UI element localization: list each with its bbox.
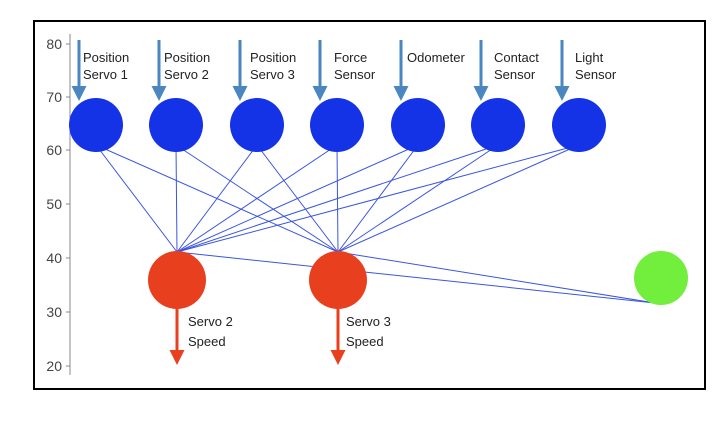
- output-node: [148, 251, 206, 309]
- input-label-line: Position: [83, 50, 129, 65]
- output-label-line: Speed: [188, 334, 226, 349]
- y-tick-label: 50: [46, 196, 62, 212]
- connection-line: [95, 144, 178, 253]
- connection-line: [176, 144, 258, 253]
- edges: [95, 144, 656, 304]
- connection-line: [175, 144, 178, 253]
- output-arrows: [169, 306, 346, 365]
- input-node: [310, 98, 364, 152]
- connection-line: [337, 144, 499, 253]
- y-tick-label: 80: [46, 36, 62, 52]
- input-node: [149, 98, 203, 152]
- input-node: [69, 98, 123, 152]
- input-node: [391, 98, 445, 152]
- green-node: [634, 251, 688, 305]
- input-label-line: Sensor: [494, 67, 536, 82]
- connection-line: [176, 144, 419, 253]
- input-node: [552, 98, 606, 152]
- input-label-line: Sensor: [575, 67, 617, 82]
- connection-line: [176, 144, 338, 253]
- input-label-line: Servo 2: [164, 67, 209, 82]
- input-label-line: Position: [250, 50, 296, 65]
- input-label-line: Force: [334, 50, 367, 65]
- y-tick-label: 70: [46, 89, 62, 105]
- nodes: [69, 98, 688, 309]
- input-label-line: Servo 1: [83, 67, 128, 82]
- input-label: Odometer: [407, 50, 465, 65]
- output-label-line: Speed: [346, 334, 384, 349]
- input-node: [230, 98, 284, 152]
- input-label-line: Position: [164, 50, 210, 65]
- input-node: [471, 98, 525, 152]
- output-label: Servo 2 Speed: [188, 314, 233, 349]
- connection-line: [337, 144, 580, 253]
- connection-line: [176, 251, 656, 304]
- output-label-line: Servo 2: [188, 314, 233, 329]
- input-arrows: [71, 40, 570, 101]
- input-label-line: Odometer: [407, 50, 465, 65]
- input-label-line: Contact: [494, 50, 539, 65]
- y-tick-label: 60: [46, 142, 62, 158]
- y-tick-label: 20: [46, 358, 62, 374]
- input-label-line: Light: [575, 50, 604, 65]
- connection-line: [337, 251, 656, 304]
- output-node: [309, 251, 367, 309]
- input-label-line: Sensor: [334, 67, 376, 82]
- y-axis-ticks: 80 70 60 50 40 30 20: [46, 36, 70, 374]
- output-label: Servo 3 Speed: [346, 314, 391, 349]
- diagram-frame: [33, 20, 706, 390]
- output-label-line: Servo 3: [346, 314, 391, 329]
- connection-line: [176, 144, 580, 253]
- connection-line: [176, 144, 499, 253]
- y-tick-label: 40: [46, 250, 62, 266]
- y-tick-label: 30: [46, 304, 62, 320]
- input-label-line: Servo 3: [250, 67, 295, 82]
